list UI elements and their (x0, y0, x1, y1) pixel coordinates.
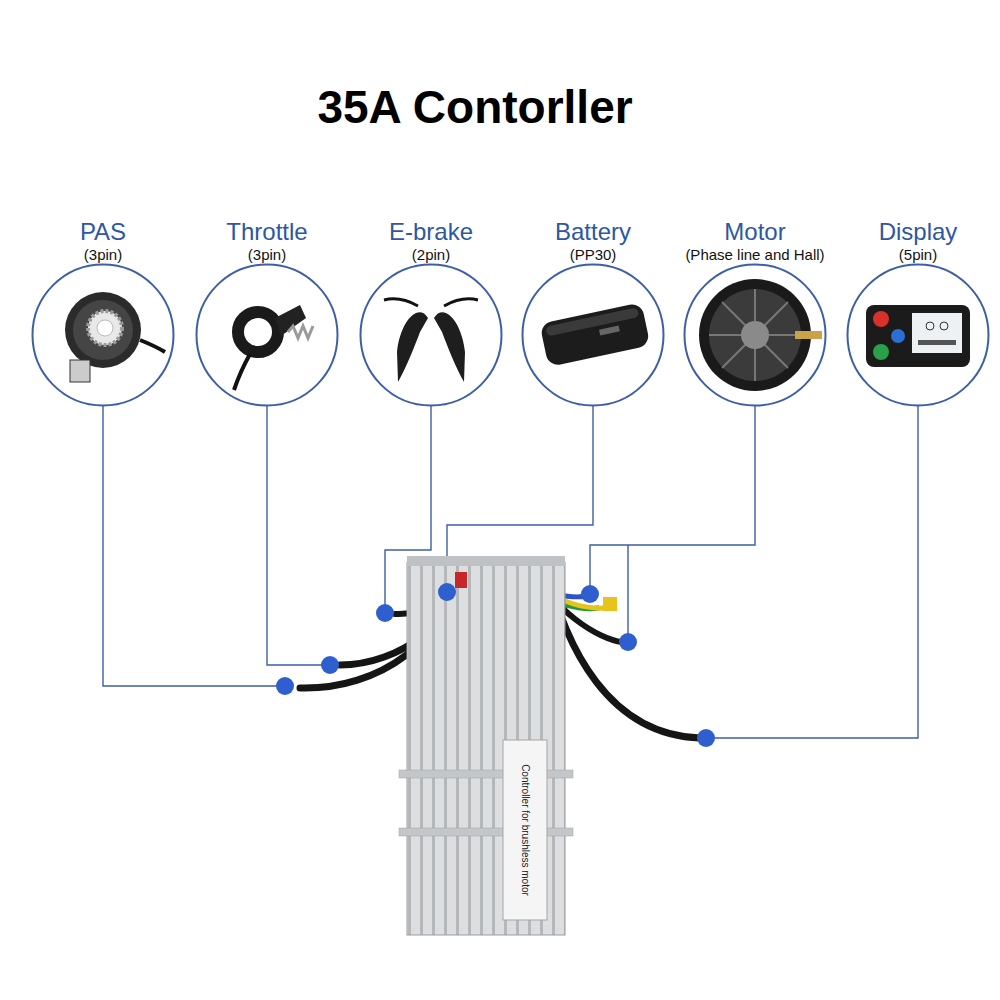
leader-connector (590, 406, 755, 642)
component-name: Throttle (192, 218, 342, 246)
component-circle: Throttle(3pin) (192, 218, 342, 407)
circle-border (197, 265, 338, 406)
component-name: Display (843, 218, 993, 246)
component-name: Battery (518, 218, 668, 246)
controller-housing (399, 556, 573, 935)
pas-sensor-picture (65, 292, 165, 382)
component-circle: Battery(PP30) (518, 218, 668, 407)
throttle-picture (234, 305, 313, 390)
component-name: E-brake (356, 218, 506, 246)
circle-border (685, 265, 826, 406)
controller-box: Controller for brushless motor (270, 555, 725, 940)
connector-spec: (5pin) (843, 246, 993, 264)
battery-picture (540, 302, 651, 367)
circle-outline (31, 263, 175, 407)
connector-spec: (3pin) (28, 246, 178, 264)
circle-outline (359, 263, 503, 407)
display-picture (866, 305, 970, 367)
connector-spec: (PP30) (518, 246, 668, 264)
brake-lever-picture (384, 299, 478, 382)
connector-spec: (2pin) (356, 246, 506, 264)
circle-outline (683, 263, 827, 407)
component-circle: Motor(Phase line and Hall) (680, 218, 830, 407)
diagram-title: 35A Contorller (0, 80, 950, 134)
circle-border (361, 265, 502, 406)
leader-connector (103, 406, 285, 686)
component-circle: PAS(3pin) (28, 218, 178, 407)
leader-connector (267, 406, 330, 665)
connector-plugs (276, 572, 715, 747)
circle-border (523, 265, 664, 406)
connector-spec: (Phase line and Hall) (680, 246, 830, 264)
component-circle: Display(5pin) (843, 218, 993, 407)
circle-outline (521, 263, 665, 407)
circle-border (33, 265, 174, 406)
circle-border (848, 265, 989, 406)
circle-outline (195, 263, 339, 407)
component-name: Motor (680, 218, 830, 246)
component-name: PAS (28, 218, 178, 246)
hub-motor-picture (699, 279, 822, 391)
connector-spec: (3pin) (192, 246, 342, 264)
controller-label: Controller for brushless motor (519, 745, 531, 915)
circle-outline (846, 263, 990, 407)
leader-connector (706, 406, 918, 738)
component-circle: E-brake(2pin) (356, 218, 506, 407)
